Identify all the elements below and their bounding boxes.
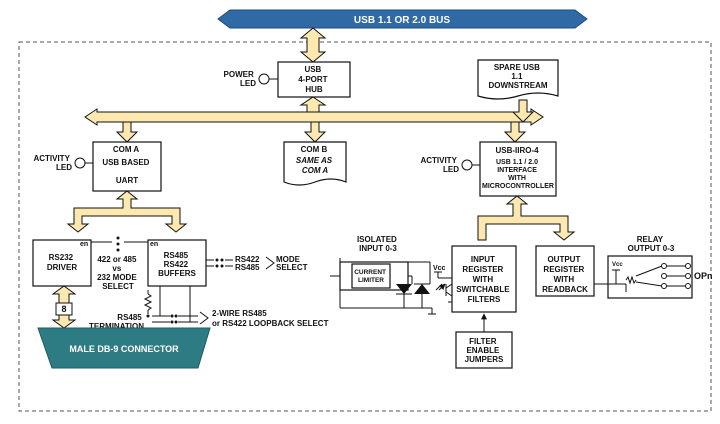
- spare-usb-box: [477, 59, 559, 100]
- power-led-label: POWER LED: [224, 70, 257, 88]
- usb-iiro-activity-led-icon: [461, 159, 473, 171]
- com-a-label: COM A USB BASED UART: [102, 145, 151, 185]
- two-wire-label: 2-WIRE RS485 or RS422 LOOPBACK SELECT: [212, 309, 329, 328]
- rs232-label: RS232 DRIVER: [47, 253, 77, 272]
- board-frame: [18, 41, 712, 412]
- relay-icon: [594, 255, 693, 299]
- rs422-rs485-jumper: [206, 256, 275, 270]
- isolated-input-title: ISOLATED INPUT 0-3: [357, 235, 399, 253]
- filter-jumpers-box: [455, 331, 513, 369]
- usb-iiro-activity-led-label: ACTIVITY LED: [420, 156, 459, 174]
- current-limiter-inner: [351, 263, 391, 289]
- db9-connector: [37, 327, 211, 369]
- mode-232-jumper: [91, 236, 148, 252]
- usb-iiro-arrow: [503, 121, 527, 143]
- rs485-en-label: en: [150, 241, 158, 248]
- usb-iiro-to-registers-arrow: [477, 195, 576, 241]
- optocoupler-icon: [330, 258, 436, 315]
- com-b-arrow: [303, 121, 327, 143]
- usb-bus-banner: USB 1.1 OR 2.0 BUS: [217, 9, 588, 29]
- com-a-to-serial-arrow: [66, 190, 188, 233]
- com-b-box: [283, 141, 347, 186]
- com-b-label: COM B SAME AS COM A: [296, 145, 334, 175]
- spare-usb-label: SPARE USB 1.1 DOWNSTREAM: [488, 63, 547, 90]
- com-a-activity-led-icon: [74, 157, 86, 169]
- hub-label: USB 4-PORT HUB: [298, 65, 330, 94]
- com-a-activity-led-label: ACTIVITY LED: [33, 154, 72, 172]
- filter-jumpers-label: FILTER ENABLE JUMPERS: [465, 337, 504, 364]
- rs232-en-label: en: [80, 241, 88, 248]
- hub-to-bus-arrow: [299, 96, 327, 113]
- usb-iiro-label: USB-IIRO-4 USB 1.1 / 2.0 INTERFACE WITH …: [482, 146, 554, 190]
- db9-connector-label: MALE DB-9 CONNECTOR: [69, 344, 179, 354]
- mode-232-select-label: 422 or 485 vs 232 MODE SELECT: [97, 255, 139, 291]
- relay-vcc-label: Vcc: [612, 262, 623, 268]
- vcc-input-label: Vcc: [433, 265, 446, 272]
- current-limiter-label: CURRENT LIMITER: [354, 269, 388, 284]
- termination-resistor-icon: [143, 290, 153, 318]
- rs232-driver-box: [32, 239, 92, 287]
- rs485-buffers-label: RS485 RS422 BUFFERS: [158, 251, 196, 278]
- two-wire-jumper: [152, 286, 209, 325]
- bus-width-label: 8: [61, 304, 66, 314]
- mode-select-options: RS422 RS485: [235, 255, 262, 272]
- power-led-icon: [258, 73, 270, 85]
- bus-width-badge: [55, 302, 73, 316]
- usb-iiro-box: [479, 141, 557, 197]
- output-register-label: OUTPUT REGISTER WITH READBACK: [542, 255, 588, 294]
- termination-label: RS485 TERMINATION: [89, 313, 144, 331]
- mode-select-label: MODE SELECT: [276, 255, 308, 272]
- input-register-label: INPUT REGISTER WITH SWITCHABLE FILTERS: [456, 255, 512, 304]
- com-a-box: [92, 141, 162, 192]
- main-usb-bus-arrow: [84, 108, 544, 126]
- spare-usb-down-arrow: [511, 99, 535, 123]
- input-register-box: [451, 245, 517, 313]
- rs485-buffers-box: [147, 239, 207, 287]
- com-a-arrow: [115, 121, 139, 143]
- usb-bus-to-hub-arrow: [299, 27, 327, 63]
- relay-opn-label: OPn: [694, 271, 713, 281]
- usb-bus-label: USB 1.1 OR 2.0 BUS: [354, 15, 450, 26]
- relay-output-title: RELAY OUTPUT 0-3: [628, 235, 675, 253]
- output-register-box: [535, 245, 595, 297]
